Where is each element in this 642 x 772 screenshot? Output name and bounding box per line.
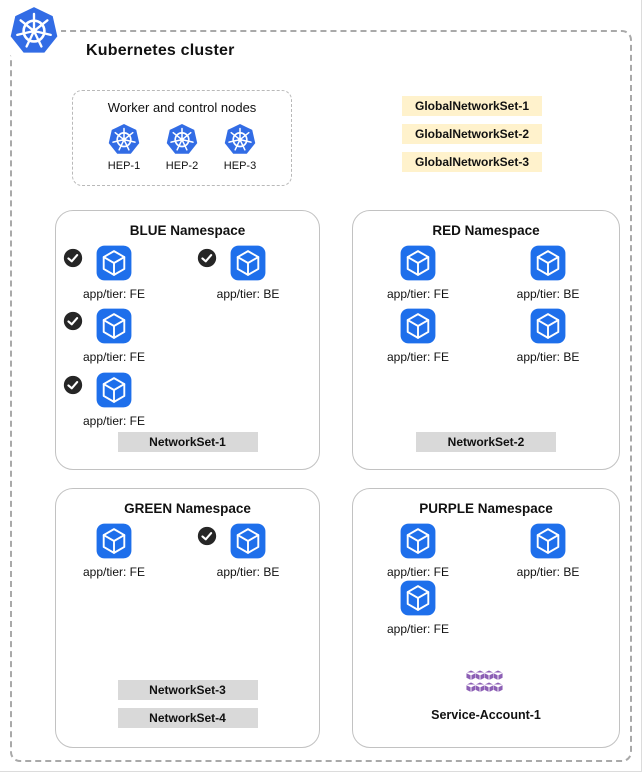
pod: app/tier: BE xyxy=(488,307,608,364)
network-set-badges: NetworkSet-1 xyxy=(56,432,319,452)
service-account-icon xyxy=(464,669,508,700)
cluster-boundary xyxy=(10,30,632,762)
check-icon xyxy=(63,311,83,331)
namespace-title: BLUE Namespace xyxy=(129,223,246,238)
namespace-blue: BLUE Namespace app/tier: FE app/tier: BE… xyxy=(55,210,320,470)
check-icon xyxy=(63,248,83,268)
pod-label: app/tier: FE xyxy=(82,565,146,579)
check-icon xyxy=(197,248,217,268)
pod-icon xyxy=(95,371,133,409)
pod-icon xyxy=(95,244,133,282)
pod-icon xyxy=(399,522,437,560)
pod-icon xyxy=(95,522,133,560)
pod: app/tier: BE xyxy=(488,522,608,579)
network-set-badge: NetworkSet-1 xyxy=(117,432,258,452)
worker-nodes-title: Worker and control nodes xyxy=(107,100,257,115)
pod: app/tier: BE xyxy=(188,244,308,301)
global-network-set-badge: GlobalNetworkSet-1 xyxy=(402,96,542,116)
node-hep-2: HEP-2 xyxy=(165,122,199,172)
worker-nodes-panel: Worker and control nodes HEP-1 HEP-2 HEP… xyxy=(72,90,292,186)
node-label: HEP-3 xyxy=(223,160,257,172)
service-account: Service-Account-1 xyxy=(353,669,619,722)
network-set-badge: NetworkSet-3 xyxy=(117,680,258,700)
pod-icon xyxy=(399,244,437,282)
pod-label: app/tier: FE xyxy=(82,414,146,428)
pod-label: app/tier: BE xyxy=(216,565,280,579)
node-hep-3: HEP-3 xyxy=(223,122,257,172)
cluster-title: Kubernetes cluster xyxy=(86,42,235,59)
pod-icon xyxy=(529,522,567,560)
pod-label: app/tier: BE xyxy=(516,287,580,301)
pod-label: app/tier: BE xyxy=(216,287,280,301)
pod: app/tier: FE xyxy=(358,307,478,364)
namespace-green: GREEN Namespace app/tier: FE app/tier: B… xyxy=(55,488,320,748)
pod-label: app/tier: FE xyxy=(386,287,450,301)
namespace-title: GREEN Namespace xyxy=(124,501,251,516)
namespace-title: PURPLE Namespace xyxy=(419,501,553,516)
pod-icon xyxy=(529,244,567,282)
network-set-badge: NetworkSet-4 xyxy=(117,708,258,728)
check-icon xyxy=(197,526,217,546)
pod-label: app/tier: BE xyxy=(516,565,580,579)
pod: app/tier: FE xyxy=(54,522,174,579)
k8s-node-icon xyxy=(165,122,199,156)
worker-nodes-row: HEP-1 HEP-2 HEP-3 xyxy=(73,122,291,172)
namespace-title: RED Namespace xyxy=(432,223,540,238)
pod-label: app/tier: FE xyxy=(386,565,450,579)
global-network-set-badge: GlobalNetworkSet-3 xyxy=(402,152,542,172)
global-network-set-badge: GlobalNetworkSet-2 xyxy=(402,124,542,144)
pod-label: app/tier: BE xyxy=(516,350,580,364)
pod: app/tier: FE xyxy=(54,244,174,301)
pod-icon xyxy=(95,307,133,345)
network-set-badges: NetworkSet-3 NetworkSet-4 xyxy=(56,680,319,728)
kubernetes-logo-icon xyxy=(7,3,61,57)
namespace-red: RED Namespace app/tier: FE app/tier: BE … xyxy=(352,210,620,470)
pod-label: app/tier: FE xyxy=(386,622,450,636)
global-network-sets: GlobalNetworkSet-1 GlobalNetworkSet-2 Gl… xyxy=(402,96,542,172)
node-hep-1: HEP-1 xyxy=(107,122,141,172)
pod: app/tier: BE xyxy=(188,522,308,579)
pod: app/tier: FE xyxy=(358,244,478,301)
pod: app/tier: BE xyxy=(488,244,608,301)
network-set-badges: NetworkSet-2 xyxy=(353,432,619,452)
pod-label: app/tier: FE xyxy=(82,287,146,301)
pod: app/tier: FE xyxy=(54,371,174,428)
k8s-node-icon xyxy=(223,122,257,156)
check-icon xyxy=(63,375,83,395)
k8s-node-icon xyxy=(107,122,141,156)
pod-label: app/tier: FE xyxy=(82,350,146,364)
pod-icon xyxy=(399,307,437,345)
pod-icon xyxy=(229,522,267,560)
pod-label: app/tier: FE xyxy=(386,350,450,364)
pod: app/tier: FE xyxy=(54,307,174,364)
node-label: HEP-2 xyxy=(165,160,199,172)
pod: app/tier: FE xyxy=(358,522,478,579)
network-set-badge: NetworkSet-2 xyxy=(416,432,556,452)
namespace-purple: PURPLE Namespace app/tier: FE app/tier: … xyxy=(352,488,620,748)
pod: app/tier: FE xyxy=(358,579,478,636)
pod-icon xyxy=(399,579,437,617)
pod-icon xyxy=(229,244,267,282)
node-label: HEP-1 xyxy=(107,160,141,172)
pod-icon xyxy=(529,307,567,345)
service-account-label: Service-Account-1 xyxy=(431,708,541,722)
